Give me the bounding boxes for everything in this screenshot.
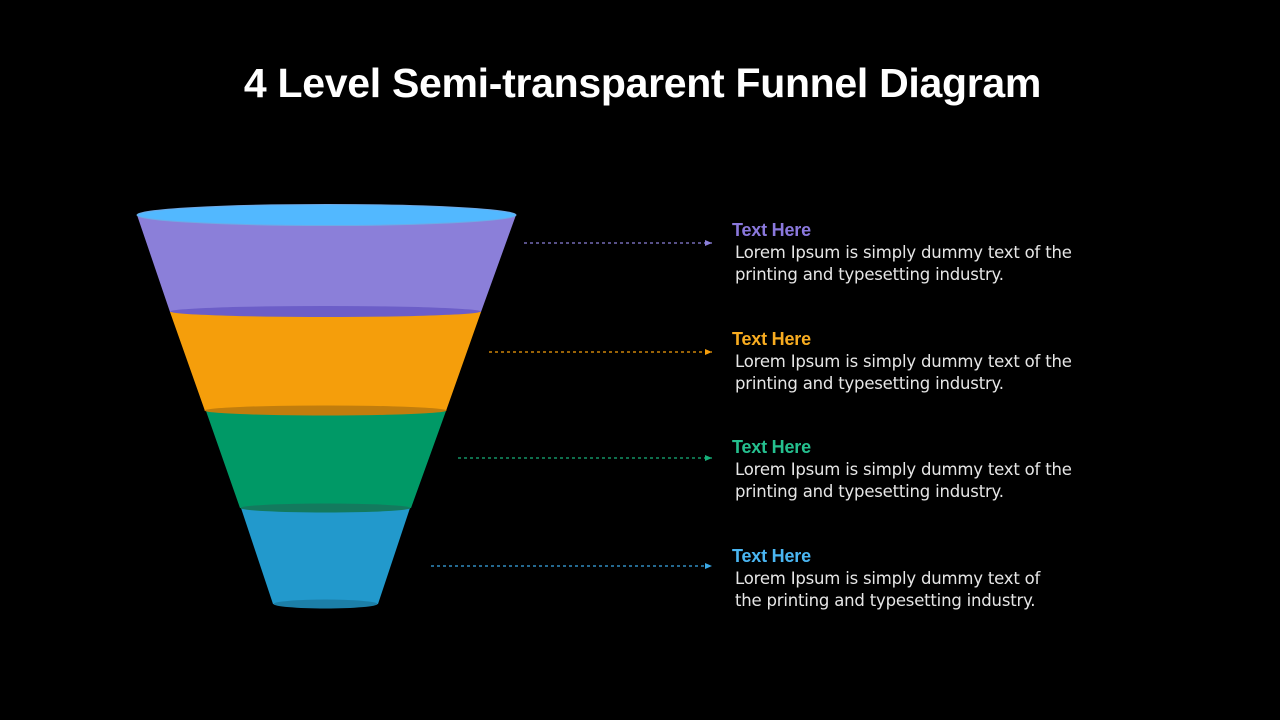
level-4-description-line-1: Lorem Ipsum is simply dummy text of: [735, 569, 1041, 588]
level-4-description-line-2: the printing and typesetting industry.: [735, 591, 1036, 610]
level-3-heading: Text Here: [732, 437, 811, 457]
level-1-heading: Text Here: [732, 220, 811, 240]
level-3-description-line-2: printing and typesetting industry.: [735, 482, 1004, 501]
level-4-heading: Text Here: [732, 546, 811, 566]
funnel-level-3: [206, 411, 446, 513]
level-4-description: Lorem Ipsum is simply dummy text of the …: [735, 568, 1092, 612]
page-title: 4 Level Semi-transparent Funnel Diagram: [243, 60, 1042, 106]
label-block-2: Text Here Lorem Ipsum is simply dummy te…: [732, 328, 1092, 395]
level-1-description-line-1: Lorem Ipsum is simply dummy text of the: [735, 243, 1072, 262]
level-1-description-line-2: printing and typesetting industry.: [735, 265, 1004, 284]
label-block-1: Text Here Lorem Ipsum is simply dummy te…: [732, 219, 1092, 286]
funnel-level-1: [136, 204, 517, 317]
funnel-level-2: [170, 312, 481, 416]
level-2-heading: Text Here: [732, 329, 811, 349]
label-block-3: Text Here Lorem Ipsum is simply dummy te…: [732, 436, 1092, 503]
label-block-4: Text Here Lorem Ipsum is simply dummy te…: [732, 545, 1092, 612]
funnel-level-4: [241, 508, 410, 609]
level-3-description-line-1: Lorem Ipsum is simply dummy text of the: [735, 460, 1072, 479]
level-3-description: Lorem Ipsum is simply dummy text of the …: [735, 459, 1092, 503]
level-1-description: Lorem Ipsum is simply dummy text of the …: [735, 242, 1092, 286]
level-2-description-line-1: Lorem Ipsum is simply dummy text of the: [735, 352, 1072, 371]
level-2-description: Lorem Ipsum is simply dummy text of the …: [735, 351, 1092, 395]
level-2-description-line-2: printing and typesetting industry.: [735, 374, 1004, 393]
